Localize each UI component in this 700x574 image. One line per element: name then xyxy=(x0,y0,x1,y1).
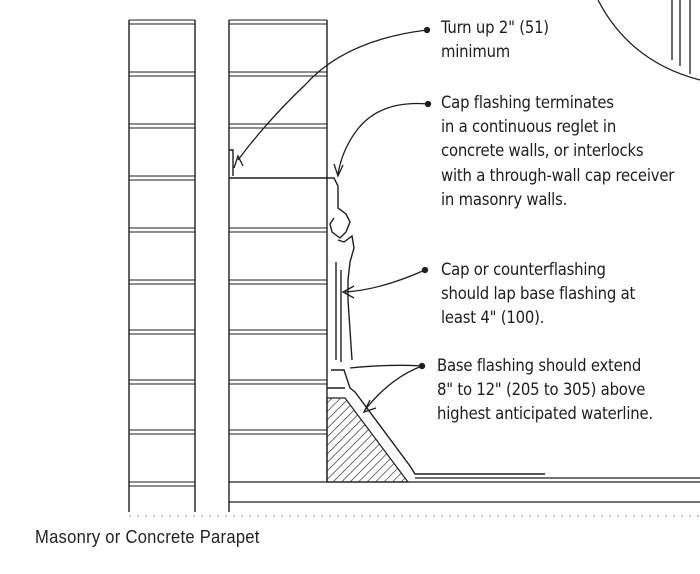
leader-arrow-turn-up xyxy=(233,154,244,169)
cap-flashing xyxy=(229,149,355,362)
leader-cap-flashing xyxy=(337,102,429,175)
base-flashing xyxy=(327,369,545,475)
leader-lines xyxy=(233,26,432,414)
leader-arrow-cap-flashing xyxy=(333,163,344,178)
leader-cap-flashing-dot xyxy=(424,100,432,108)
callout-line: least 4" (100). xyxy=(441,308,545,328)
callout-line: in a continuous reglet in xyxy=(441,117,617,137)
leader-turn-up-dot xyxy=(423,26,431,34)
callout-line: with a through-wall cap receiver xyxy=(441,165,675,185)
callout-line: Cap flashing terminates xyxy=(441,93,614,112)
callout-line: in masonry walls. xyxy=(441,189,568,209)
callout-counterflashing: Cap or counterflashing should lap base f… xyxy=(441,258,635,331)
leader-turn-up xyxy=(237,29,428,161)
masonry-wythe-left xyxy=(128,20,196,512)
leader-arrow-counterflashing xyxy=(341,285,355,299)
callout-turn-up: Turn up 2" (51) minimum xyxy=(441,16,549,64)
leader-base-flashing-b xyxy=(364,365,423,411)
callout-line: Turn up 2" (51) xyxy=(441,18,549,37)
detail-bubble-outline xyxy=(597,0,700,81)
masonry-wythe-right xyxy=(228,20,328,512)
mortar-joints-right xyxy=(229,19,327,435)
leader-arrow-base-flashing xyxy=(362,399,377,414)
callout-line: highest anticipated waterline. xyxy=(437,404,653,424)
leader-base-flashing-a xyxy=(349,364,423,369)
leader-counterflashing-dot xyxy=(421,266,429,274)
callout-cap-flashing: Cap flashing terminates in a continuous … xyxy=(441,91,674,212)
figure-caption: Masonry or Concrete Parapet xyxy=(35,527,260,547)
leader-counterflashing xyxy=(344,269,426,293)
callout-base-flashing: Base flashing should extend 8" to 12" (2… xyxy=(437,354,653,427)
mortar-joints-left xyxy=(129,19,195,487)
callout-line: Cap or counterflashing xyxy=(441,260,606,279)
leader-base-flashing-dot xyxy=(418,362,426,370)
callout-line: minimum xyxy=(441,42,511,62)
callout-line: 8" to 12" (205 to 305) above xyxy=(437,380,646,400)
callout-line: Base flashing should extend xyxy=(437,356,642,375)
roof-deck xyxy=(229,477,700,503)
callout-line: concrete walls, or interlocks xyxy=(441,141,644,161)
callout-line: should lap base flashing at xyxy=(441,284,636,304)
